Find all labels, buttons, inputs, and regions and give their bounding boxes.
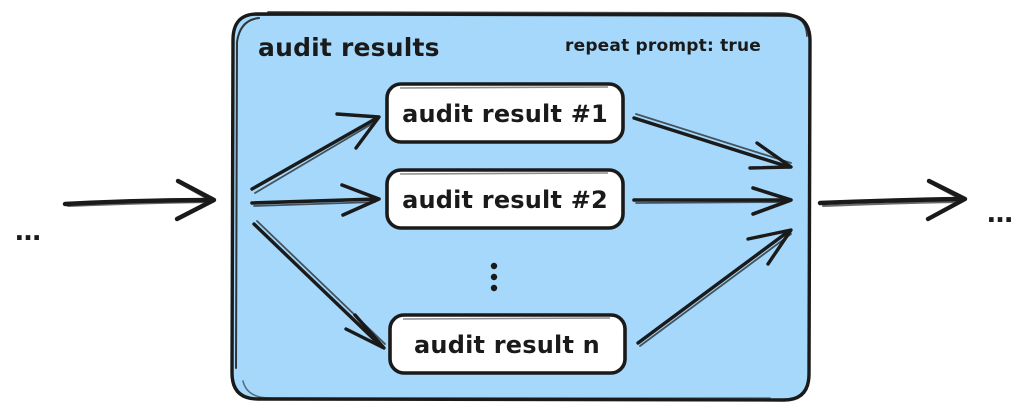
panel-title: audit results <box>258 33 440 62</box>
node-box <box>385 82 625 144</box>
vertical-ellipsis <box>490 262 498 292</box>
outbound-arrow <box>817 178 968 222</box>
fanin-from-result-1 <box>632 113 793 170</box>
panel-sketch-stroke-left <box>235 17 260 369</box>
right-continuation-ellipsis: … <box>987 199 1013 229</box>
inbound-arrow <box>62 178 217 222</box>
fanin-from-result-n <box>636 228 793 347</box>
panel-sketch-stroke-bottom <box>242 380 771 399</box>
node-label: audit result n <box>414 331 600 359</box>
fanin-from-result-2 <box>632 186 793 216</box>
panel-meta-repeat-prompt: repeat prompt: true <box>565 36 761 56</box>
fanout-to-result-1 <box>250 112 381 194</box>
fanout-to-result-n <box>252 220 386 350</box>
fanout-to-result-2 <box>250 183 381 217</box>
node-audit-result-1[interactable]: audit result #1 <box>385 82 625 144</box>
node-audit-result-2[interactable]: audit result #2 <box>385 168 625 230</box>
node-label: audit result #1 <box>402 100 608 128</box>
node-box <box>385 168 625 230</box>
left-continuation-ellipsis: … <box>15 217 41 247</box>
panel-sketch-stroke-top <box>267 11 808 37</box>
node-sketch-stroke <box>399 172 609 175</box>
node-box <box>388 313 627 375</box>
node-sketch-stroke <box>402 317 611 320</box>
node-label: audit result #2 <box>402 186 608 214</box>
node-sketch-stroke <box>399 86 609 89</box>
node-audit-result-n[interactable]: audit result n <box>388 313 627 375</box>
